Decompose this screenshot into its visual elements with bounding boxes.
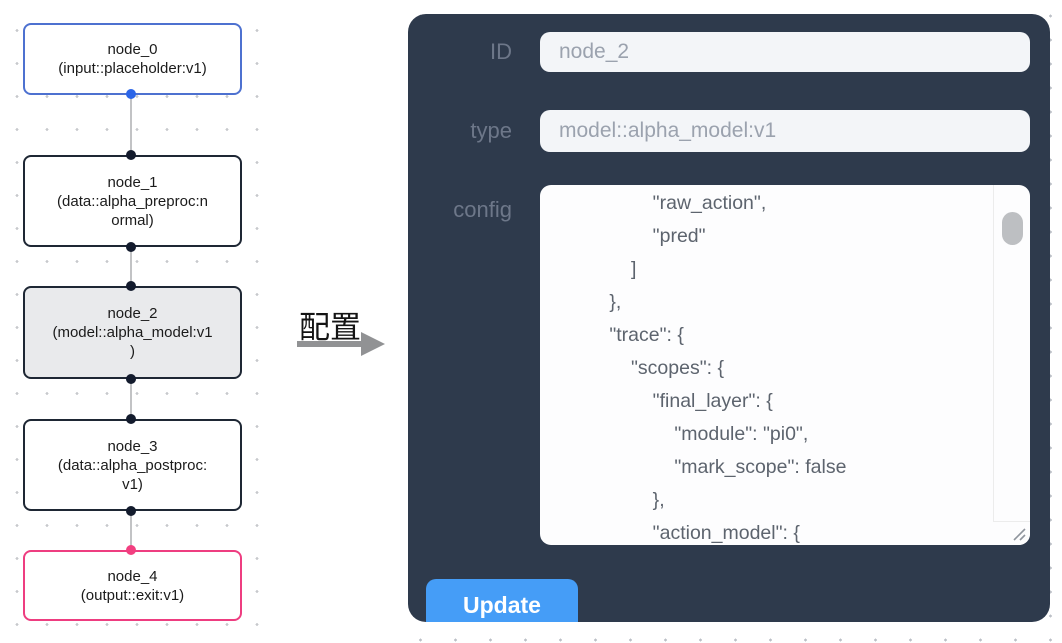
- node-subtitle: (data::alpha_preproc:n ormal): [57, 192, 208, 229]
- scrollbar-corner: [993, 521, 1030, 545]
- node-subtitle: (output::exit:v1): [80, 586, 185, 604]
- node-title: node_3: [107, 437, 158, 455]
- type-field-label: type: [470, 118, 512, 143]
- config-textarea[interactable]: "raw_action", "pred" ] }, "trace": { "sc…: [540, 185, 1030, 545]
- id-input[interactable]: [540, 32, 1030, 72]
- node-config-panel: ID type config "raw_action", "pred" ] },…: [408, 14, 1050, 622]
- arrow-head-icon: [361, 332, 385, 356]
- input-port[interactable]: [126, 414, 136, 424]
- node-title: node_4: [107, 567, 158, 585]
- type-input[interactable]: [540, 110, 1030, 152]
- node-title: node_0: [107, 41, 158, 58]
- id-field-label: ID: [490, 39, 512, 64]
- output-port[interactable]: [126, 242, 136, 252]
- node-subtitle: (data::alpha_postproc: v1): [57, 456, 208, 493]
- input-port[interactable]: [126, 281, 136, 291]
- output-port[interactable]: [126, 89, 136, 99]
- update-button[interactable]: Update: [426, 579, 578, 622]
- flow-edge: [130, 247, 132, 286]
- flow-node-node_3[interactable]: node_3 (data::alpha_postproc: v1): [23, 419, 242, 511]
- flow-node-node_1[interactable]: node_1 (data::alpha_preproc:n ormal): [23, 155, 242, 247]
- node-subtitle: (model::alpha_model:v1 ): [52, 324, 213, 360]
- output-port[interactable]: [126, 506, 136, 516]
- arrow-icon: [297, 341, 365, 347]
- node-subtitle: (input::placeholder:v1): [58, 60, 207, 77]
- node-title: node_1: [107, 173, 158, 191]
- output-port[interactable]: [126, 374, 136, 384]
- flow-edge: [130, 94, 132, 155]
- flow-edge: [130, 379, 132, 419]
- flow-node-node_2[interactable]: node_2 (model::alpha_model:v1 ): [23, 286, 242, 379]
- input-port[interactable]: [126, 545, 136, 555]
- scrollbar-track[interactable]: [993, 185, 1030, 545]
- flow-edge: [130, 511, 132, 550]
- node-title: node_2: [107, 305, 158, 322]
- scrollbar-thumb[interactable]: [1002, 212, 1023, 245]
- flow-node-node_0[interactable]: node_0 (input::placeholder:v1): [23, 23, 242, 95]
- config-annotation-label: 配置: [299, 310, 361, 345]
- resize-handle-icon[interactable]: [1011, 526, 1027, 542]
- flow-node-node_4[interactable]: node_4 (output::exit:v1): [23, 550, 242, 621]
- config-field-label: config: [453, 197, 512, 222]
- input-port[interactable]: [126, 150, 136, 160]
- config-json-text: "raw_action", "pred" ] }, "trace": { "sc…: [609, 192, 847, 544]
